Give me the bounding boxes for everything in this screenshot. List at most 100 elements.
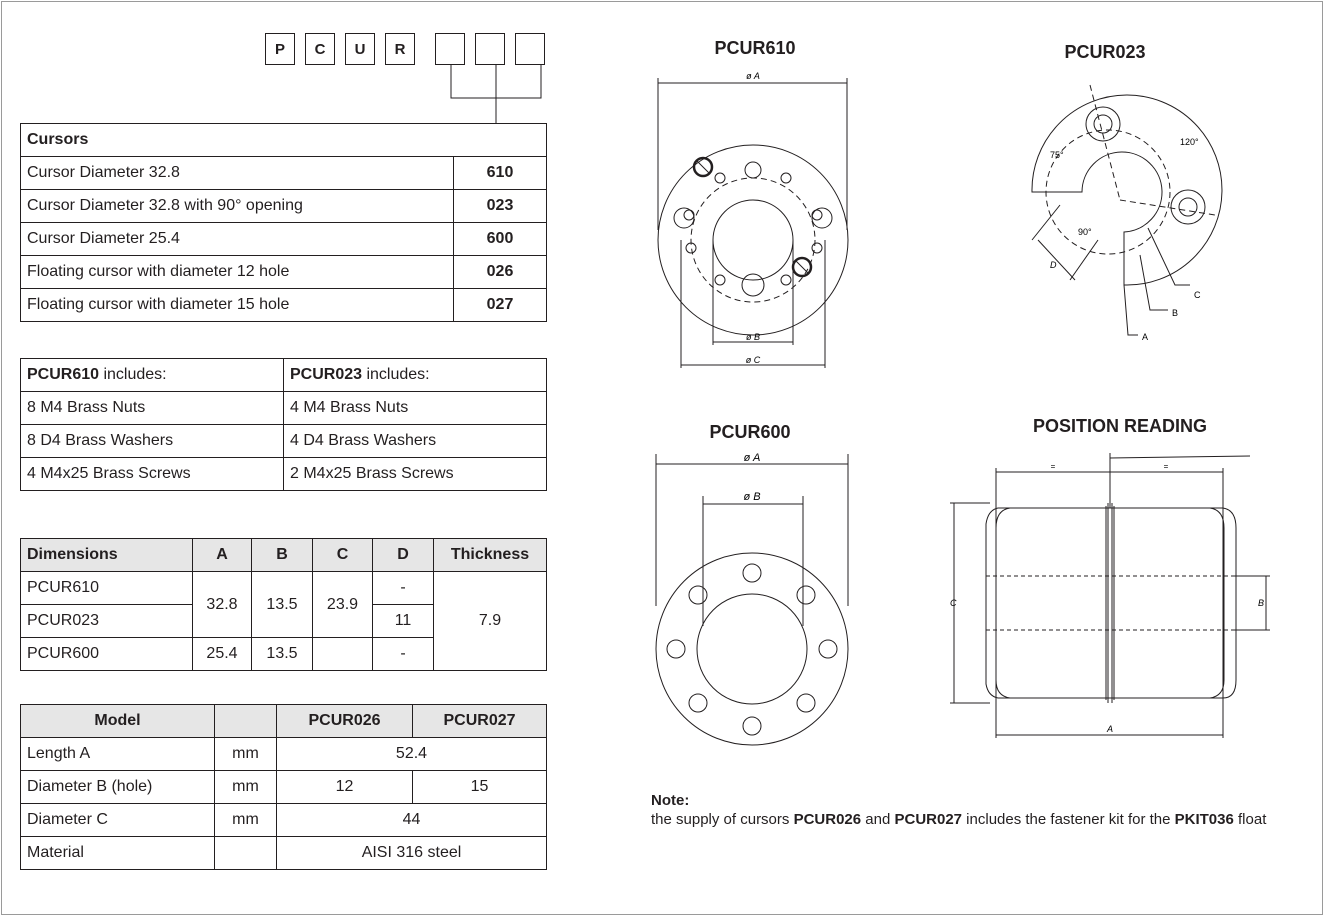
- dim-header: D: [372, 538, 434, 572]
- includes-header-right: PCUR023 includes:: [283, 358, 547, 392]
- dim-header: Thickness: [433, 538, 547, 572]
- svg-text:A: A: [1142, 332, 1148, 340]
- includes-item: 2 M4x25 Brass Screws: [283, 457, 547, 491]
- code-box-5: [435, 33, 465, 65]
- svg-text:A: A: [1106, 724, 1113, 734]
- model-header: PCUR026: [276, 704, 413, 738]
- svg-text:ø B: ø B: [746, 332, 760, 342]
- svg-text:=: =: [1051, 462, 1056, 471]
- dim-header: C: [312, 538, 373, 572]
- svg-text:D: D: [1050, 260, 1057, 270]
- table-row: Diameter C mm 44: [20, 803, 547, 837]
- model-value: AISI 316 steel: [276, 836, 547, 870]
- dimensions-table: Dimensions A B C D Thickness PCUR610 32.…: [20, 538, 547, 671]
- model-value: 15: [412, 770, 547, 804]
- model-table: Model PCUR026 PCUR027 Length A mm 52.4 D…: [20, 704, 547, 870]
- includes-item: 4 M4 Brass Nuts: [283, 391, 547, 425]
- dim-value: 11: [372, 604, 434, 638]
- model-header: Model: [20, 704, 215, 738]
- dim-value: -: [372, 571, 434, 605]
- code-box-6: [475, 33, 505, 65]
- dim-row-label: PCUR023: [20, 604, 193, 638]
- model-unit: mm: [214, 770, 277, 804]
- model-unit: mm: [214, 737, 277, 771]
- includes-table: PCUR610 includes: PCUR023 includes: 8 M4…: [20, 358, 547, 491]
- includes-item: 8 M4 Brass Nuts: [20, 391, 284, 425]
- model-label: Diameter C: [20, 803, 215, 837]
- model-header: [214, 704, 277, 738]
- svg-text:120°: 120°: [1180, 137, 1199, 147]
- table-row: Material AISI 316 steel: [20, 836, 547, 870]
- svg-text:C: C: [1194, 290, 1201, 300]
- pcur600-drawing: ø A ø B: [655, 452, 849, 746]
- pcur023-drawing: 75° 120° 90° A B C D: [1031, 84, 1223, 340]
- dim-header: B: [251, 538, 313, 572]
- svg-text:C: C: [950, 598, 957, 608]
- dim-header: Dimensions: [20, 538, 193, 572]
- pcur023-title: PCUR023: [1064, 42, 1146, 62]
- code-box-7: [515, 33, 545, 65]
- cursor-label: Cursor Diameter 25.4: [20, 222, 454, 256]
- table-row: Length A mm 52.4: [20, 737, 547, 771]
- model-header: PCUR027: [412, 704, 547, 738]
- code-box-2: C: [305, 33, 335, 65]
- table-row: Diameter B (hole) mm 12 15: [20, 770, 547, 804]
- svg-text:ø C: ø C: [746, 355, 761, 365]
- dim-value: -: [372, 637, 434, 671]
- model-unit: mm: [214, 803, 277, 837]
- cursor-code: 610: [453, 156, 547, 190]
- code-box-3: U: [345, 33, 375, 65]
- cursor-code: 600: [453, 222, 547, 256]
- model-value: 44: [276, 803, 547, 837]
- dim-header: A: [192, 538, 252, 572]
- position-reading-title: POSITION READING: [1032, 416, 1207, 436]
- model-label: Material: [20, 836, 215, 870]
- svg-text:90°: 90°: [1078, 227, 1092, 237]
- dim-value: 13.5: [251, 637, 313, 671]
- model-unit: [214, 836, 277, 870]
- table-row: PCUR600 25.4 13.5 -: [20, 637, 547, 671]
- svg-text:ø B: ø B: [743, 491, 760, 503]
- dim-row-label: PCUR610: [20, 571, 193, 605]
- cursors-header: Cursors: [20, 123, 547, 157]
- dim-row-label: PCUR600: [20, 637, 193, 671]
- note: Note: the supply of cursors PCUR026 and …: [651, 791, 1321, 829]
- pcur610-drawing: ø A ø B ø C: [657, 71, 849, 368]
- code-box-4: R: [385, 33, 415, 65]
- table-row: PCUR610 32.8 13.5 23.9 - 7.9: [20, 571, 547, 671]
- dim-value: 13.5: [251, 571, 313, 638]
- dim-value: 32.8: [192, 571, 252, 638]
- cursor-code: 023: [453, 189, 547, 223]
- cursor-label: Cursor Diameter 32.8 with 90° opening: [20, 189, 454, 223]
- model-label: Diameter B (hole): [20, 770, 215, 804]
- dim-value: [312, 637, 373, 671]
- position-reading-drawing: = = C B A: [950, 453, 1270, 738]
- pcur600-title: PCUR600: [709, 422, 791, 442]
- dim-value: 25.4: [192, 637, 252, 671]
- cursor-code: 027: [453, 288, 547, 322]
- cursor-label: Floating cursor with diameter 15 hole: [20, 288, 454, 322]
- svg-text:B: B: [1172, 308, 1178, 318]
- includes-header-left: PCUR610 includes:: [20, 358, 284, 392]
- svg-text:=: =: [1164, 462, 1169, 471]
- svg-text:75°: 75°: [1050, 150, 1064, 160]
- model-value: 12: [276, 770, 413, 804]
- cursor-label: Cursor Diameter 32.8: [20, 156, 454, 190]
- note-title: Note:: [651, 792, 690, 809]
- model-value: 52.4: [276, 737, 547, 771]
- pcur610-title: PCUR610: [714, 38, 796, 58]
- svg-text:B: B: [1258, 598, 1264, 608]
- includes-item: 4 D4 Brass Washers: [283, 424, 547, 458]
- code-connector: [450, 65, 542, 123]
- cursor-label: Floating cursor with diameter 12 hole: [20, 255, 454, 289]
